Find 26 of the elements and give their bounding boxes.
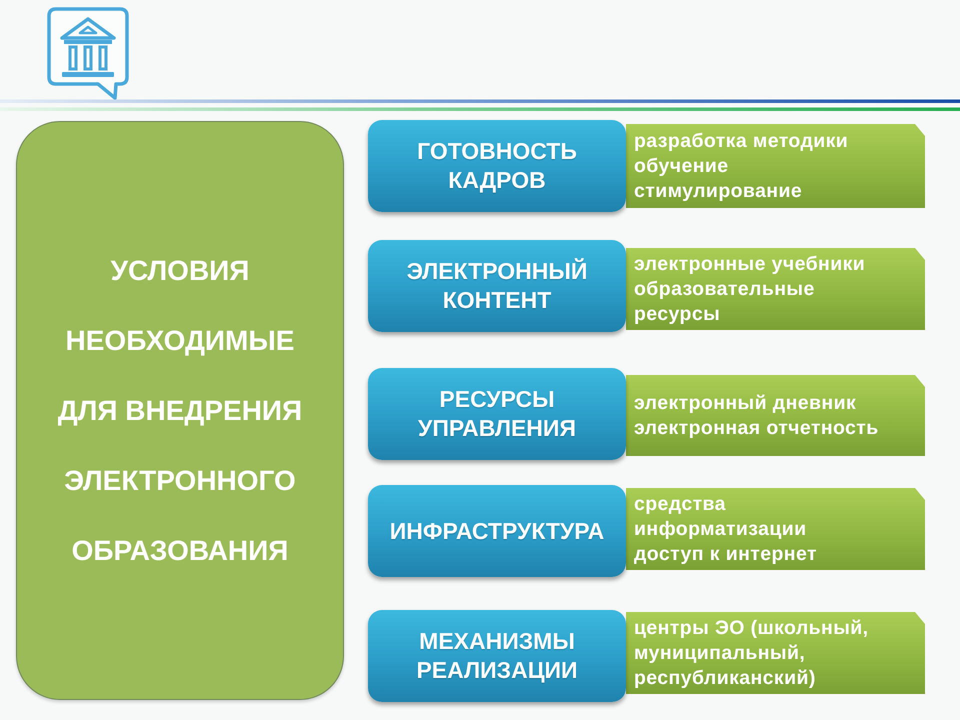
detail-text: электронная отчетность	[634, 416, 879, 440]
detail-text: доступ к интернет	[634, 542, 817, 566]
category-title: ЭЛЕКТРОННЫЙ КОНТЕНТ	[406, 257, 588, 315]
category-box	[368, 368, 626, 460]
details-box	[626, 488, 925, 570]
category-title: РЕСУРСЫ УПРАВЛЕНИЯ	[417, 385, 577, 443]
panel-title: УСЛОВИЯ НЕОБХОДИМЫЕ ДЛЯ ВНЕДРЕНИЯ ЭЛЕКТРОННОГО ОБРАЗОВАНИЯ	[56, 254, 304, 568]
detail-text: электронные учебники	[634, 252, 866, 276]
detail-text: разработка методики	[634, 128, 848, 154]
category-box	[368, 120, 626, 212]
category-title: ГОТОВНОСТЬ КАДРОВ	[416, 137, 578, 195]
category-box	[368, 240, 626, 332]
details-box	[626, 612, 925, 694]
category-title: МЕХАНИЗМЫ РЕАЛИЗАЦИИ	[415, 627, 579, 685]
detail-text: центры ЭО (школьный, муниципальный, республиканский)	[634, 616, 870, 690]
category-title: ИНФРАСТРУКТУРА	[390, 516, 604, 546]
detail-text: стимулирование	[634, 178, 802, 204]
category-box	[368, 485, 626, 577]
details-box	[626, 124, 925, 208]
details-box	[626, 248, 925, 330]
detail-text: обучение	[634, 154, 729, 178]
conditions-panel	[16, 121, 344, 700]
details-box	[626, 375, 925, 456]
category-box	[368, 610, 626, 702]
detail-text: образовательные ресурсы	[634, 276, 816, 326]
detail-text: электронный дневник	[634, 390, 856, 416]
